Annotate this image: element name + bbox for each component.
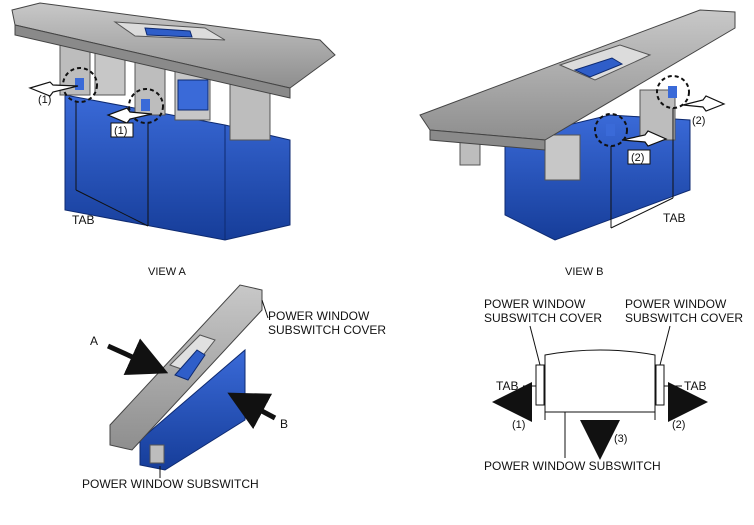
- tab-b2-icon: [668, 86, 677, 98]
- section-tab-left: TAB: [496, 379, 518, 393]
- tab-b1-icon: [606, 124, 615, 136]
- step-1b-box: [110, 122, 134, 138]
- section-tab-right: TAB: [684, 379, 706, 393]
- view-b-direction-arrow: [227, 392, 277, 430]
- tab-b-bracket: [610, 197, 674, 229]
- step-2b-box: [627, 149, 651, 165]
- pry-arrow-a2: [106, 107, 153, 124]
- view-b-step-2a: (2): [692, 115, 705, 127]
- tab-a2-icon: [141, 99, 150, 111]
- cover-leader-line: [261, 299, 269, 319]
- tab-a1-icon: [75, 78, 84, 90]
- section-cover-left-line2: SUBSWITCH COVER: [484, 311, 602, 325]
- overview-arrow-a-label: A: [90, 334, 98, 348]
- view-a-caption: VIEW A: [148, 266, 187, 278]
- section-switch-label: POWER WINDOW SUBSWITCH: [484, 459, 661, 473]
- view-b-caption: VIEW B: [565, 266, 604, 278]
- section-cover-right-line2: SUBSWITCH COVER: [625, 311, 743, 325]
- overview-arrow-b-label: B: [280, 417, 288, 431]
- view-a-illustration: [11, 2, 336, 241]
- section-step-right: (2): [672, 419, 685, 431]
- overview-illustration: [109, 284, 263, 471]
- pry-arrow-a1: [28, 81, 79, 97]
- pry-arrow-b1: [621, 130, 668, 147]
- view-b-step-2b: (2): [631, 152, 644, 164]
- section-cover-right-line1: POWER WINDOW: [625, 297, 727, 311]
- view-a-tab-label: TAB: [72, 213, 94, 227]
- view-a-step-1b: (1): [114, 125, 127, 137]
- section-illustration: [535, 349, 665, 420]
- tab-circle-a1: [62, 67, 98, 103]
- view-b-tab-label: TAB: [663, 211, 685, 225]
- section-cover-left-line1: POWER WINDOW: [484, 297, 586, 311]
- pry-arrow-b2: [682, 95, 726, 112]
- tab-circle-a2: [128, 88, 164, 124]
- tab-a-bracket: [75, 189, 149, 227]
- overview-cover-line2: SUBSWITCH COVER: [268, 323, 386, 337]
- view-a-step-1a: (1): [38, 94, 51, 106]
- overview-switch-label: POWER WINDOW SUBSWITCH: [82, 477, 259, 491]
- view-a-direction-arrow: [106, 338, 169, 375]
- view-b-illustration: [419, 9, 736, 241]
- overview-cover-line1: POWER WINDOW: [268, 309, 370, 323]
- section-step-down: (3): [614, 433, 627, 445]
- section-cover-left-leader: [529, 325, 541, 366]
- section-cover-right-leader: [659, 325, 671, 366]
- section-step-left: (1): [512, 419, 525, 431]
